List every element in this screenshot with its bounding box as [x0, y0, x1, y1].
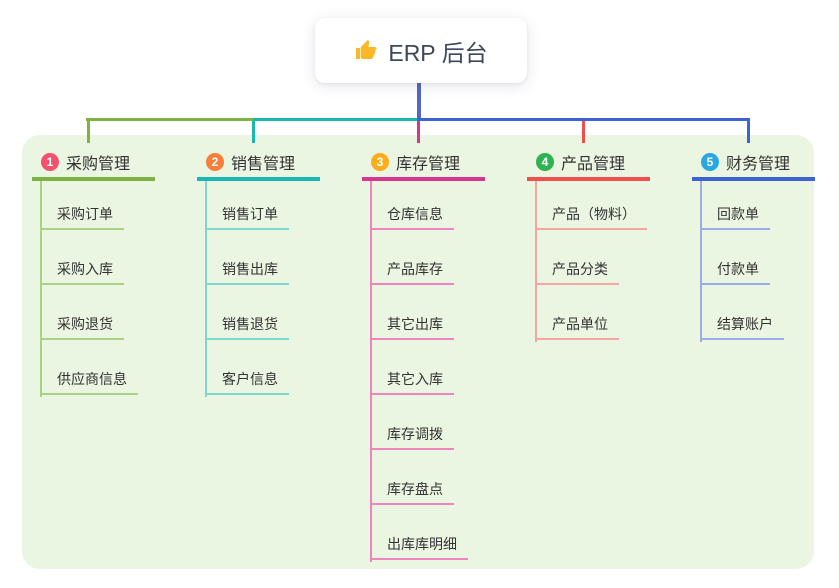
connector-drop-finance — [747, 121, 750, 143]
branch-label: 销售管理 — [231, 155, 296, 173]
connector-drop-product — [582, 121, 585, 143]
node-item[interactable]: 产品单位 — [535, 316, 619, 340]
badge-1-icon: 1 — [41, 152, 59, 171]
branch-node-product[interactable]: 4 产品管理 — [527, 150, 650, 181]
connector-drop-purchase — [87, 121, 90, 143]
branch-subtree-line — [40, 181, 42, 397]
canvas-panel — [22, 135, 814, 569]
branch-label: 财务管理 — [726, 155, 791, 173]
branch-subtree-line — [205, 181, 207, 397]
node-item[interactable]: 其它出库 — [370, 316, 454, 340]
badge-5-icon: 5 — [701, 152, 719, 171]
branch-node-purchase[interactable]: 1 采购管理 — [32, 150, 155, 181]
node-item[interactable]: 采购入库 — [40, 261, 124, 285]
node-item[interactable]: 客户信息 — [205, 371, 289, 395]
branch-label: 库存管理 — [396, 155, 461, 173]
node-item[interactable]: 采购订单 — [40, 206, 124, 230]
badge-2-icon: 2 — [206, 152, 224, 171]
branch-node-sales[interactable]: 2 销售管理 — [197, 150, 320, 181]
root-node[interactable]: ERP 后台 — [315, 18, 527, 83]
node-item[interactable]: 销售退货 — [205, 316, 289, 340]
connector-drop-sales — [252, 121, 255, 143]
node-item[interactable]: 库存调拨 — [370, 426, 454, 450]
node-item[interactable]: 产品分类 — [535, 261, 619, 285]
node-item[interactable]: 回款单 — [700, 206, 770, 230]
node-item[interactable]: 付款单 — [700, 261, 770, 285]
branch-subtree-line — [535, 181, 537, 342]
node-item[interactable]: 其它入库 — [370, 371, 454, 395]
root-title: ERP 后台 — [388, 39, 488, 66]
badge-3-icon: 3 — [371, 152, 389, 171]
node-item[interactable]: 仓库信息 — [370, 206, 454, 230]
branch-node-finance[interactable]: 5 财务管理 — [692, 150, 815, 181]
node-item[interactable]: 产品（物料） — [535, 206, 647, 230]
node-item[interactable]: 采购退货 — [40, 316, 124, 340]
badge-4-icon: 4 — [536, 152, 554, 171]
connector-bus-purchase — [86, 118, 253, 121]
connector-bus-sales — [253, 118, 417, 121]
branch-subtree-line — [700, 181, 702, 342]
branch-subtree-line — [370, 181, 372, 562]
node-item[interactable]: 供应商信息 — [40, 371, 138, 395]
thumbs-up-icon — [354, 39, 378, 63]
node-item[interactable]: 结算账户 — [700, 316, 784, 340]
connector-root — [417, 83, 421, 121]
node-item[interactable]: 库存盘点 — [370, 481, 454, 505]
branch-label: 采购管理 — [66, 155, 131, 173]
branch-label: 产品管理 — [561, 155, 626, 173]
connector-drop-inventory — [417, 121, 420, 143]
node-item[interactable]: 出库库明细 — [370, 536, 468, 560]
node-item[interactable]: 销售订单 — [205, 206, 289, 230]
connector-bus-right — [417, 118, 750, 121]
node-item[interactable]: 销售出库 — [205, 261, 289, 285]
branch-node-inventory[interactable]: 3 库存管理 — [362, 150, 485, 181]
node-item[interactable]: 产品库存 — [370, 261, 454, 285]
